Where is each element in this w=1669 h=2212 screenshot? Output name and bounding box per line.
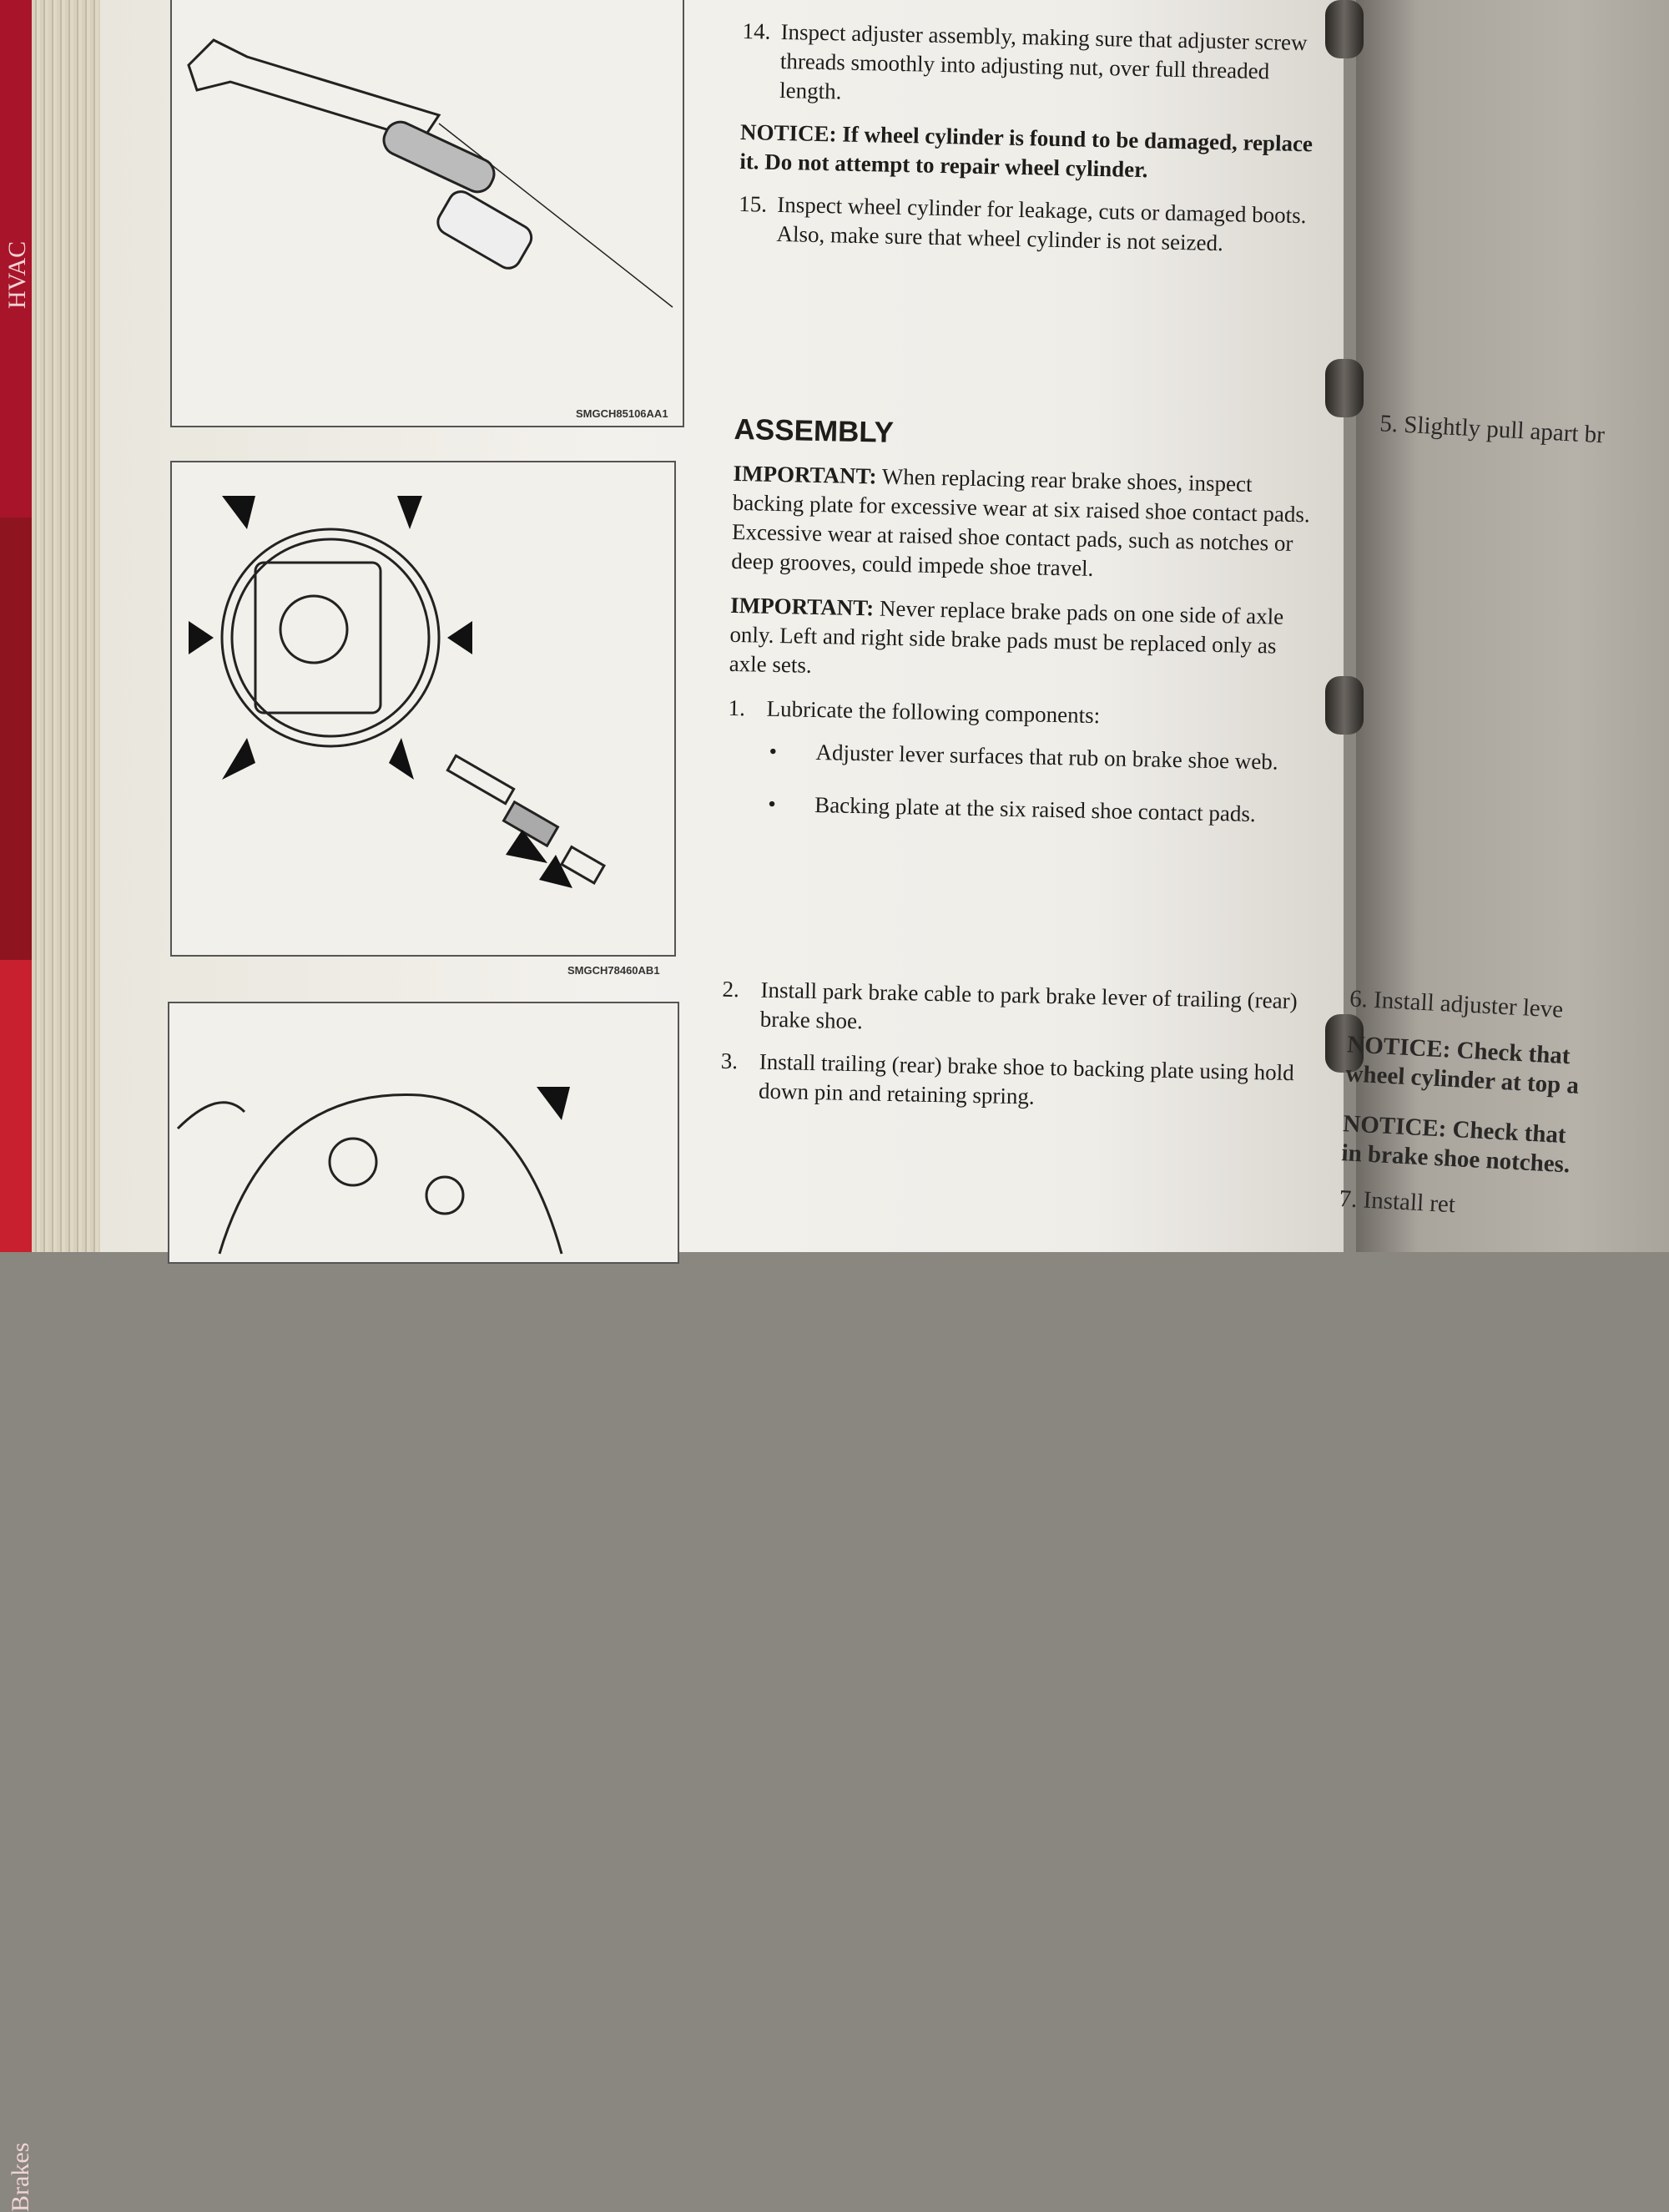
binder-ring <box>1325 676 1364 735</box>
tab-hvac[interactable]: HVAC <box>0 0 32 518</box>
bullet-item: • Adjuster lever surfaces that rub on bra… <box>769 737 1312 778</box>
adjuster-illustration <box>187 38 673 308</box>
bullet-icon: • <box>767 790 777 817</box>
important-label: IMPORTANT: <box>733 460 877 489</box>
bullet-text: Backing plate at the six raised shoe con… <box>814 792 1257 827</box>
step-text: Lubricate the following components: <box>766 695 1101 729</box>
figure-caption: SMGCH78460AB1 <box>567 964 660 977</box>
step-1: 1. Lubricate the following components: <box>728 694 1313 735</box>
figure-adjuster-assembly <box>170 0 684 427</box>
step-number: 14. <box>742 18 771 44</box>
section-tabs: HVAC Brakes <box>0 0 50 2212</box>
page-edges <box>32 0 107 1252</box>
step-7: 7. Install ret <box>1338 1185 1456 1219</box>
step-3: 3. Install trailing (rear) brake shoe to… <box>720 1047 1305 1118</box>
binder-ring <box>1325 0 1364 58</box>
step-number: 15. <box>738 190 768 217</box>
section-heading: ASSEMBLY <box>734 412 895 449</box>
tab-hvac-label: HVAC <box>3 240 31 309</box>
figure-backing-plate <box>170 461 676 957</box>
facing-page <box>1356 0 1669 1252</box>
tab-brakes-label: Brakes <box>7 2142 34 2212</box>
binder-ring <box>1325 359 1364 417</box>
backing-plate-illustration <box>189 496 606 888</box>
bullet-item: • Backing plate at the six raised shoe co… <box>768 790 1311 831</box>
procedure-text: 14. Inspect adjuster assembly, making su… <box>719 17 1326 1130</box>
bullet-icon: • <box>769 738 778 765</box>
notice-wheel-cylinder: NOTICE: If wheel cylinder is found to be… <box>739 119 1314 183</box>
step-2: 2. Install park brake cable to park brak… <box>721 975 1306 1046</box>
important-note: IMPORTANT: Never replace brake pads on o… <box>729 591 1314 691</box>
step-14: 14. Inspect adjuster assembly, making su… <box>741 17 1327 117</box>
bullet-text: Adjuster lever surfaces that rub on brak… <box>815 740 1278 775</box>
important-note: IMPORTANT: When replacing rear brake sho… <box>731 459 1318 588</box>
step-number: 2. <box>722 976 740 1002</box>
step-number: 1. <box>728 694 746 721</box>
step-text: Inspect adjuster assembly, making sure t… <box>779 18 1308 104</box>
binder-ring <box>1325 1014 1364 1073</box>
figure-caption: SMGCH85106AA1 <box>576 407 668 420</box>
step-text: Install trailing (rear) brake shoe to ba… <box>758 1048 1295 1109</box>
step-15: 15. Inspect wheel cylinder for leakage, … <box>738 189 1323 260</box>
step-text: Install park brake cable to park brake l… <box>759 977 1298 1034</box>
step-number: 3. <box>720 1048 739 1074</box>
important-label: IMPORTANT: <box>729 592 875 621</box>
brake-shoe-illustration <box>176 1087 570 1255</box>
step-text: Inspect wheel cylinder for leakage, cuts… <box>776 191 1307 256</box>
figure-brake-shoe-install <box>168 1002 679 1264</box>
